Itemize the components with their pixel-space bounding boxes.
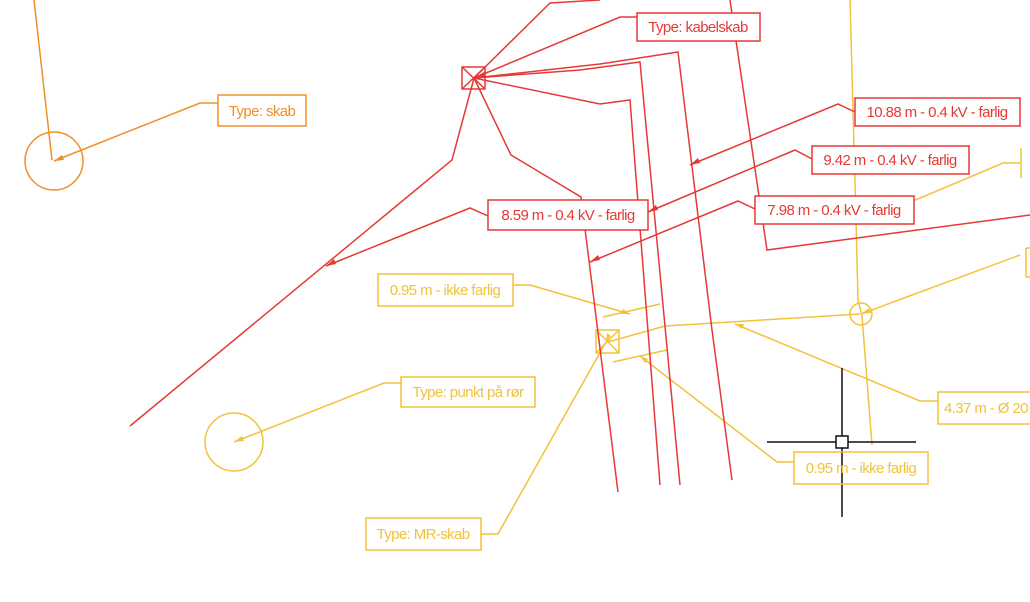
pipe-437-text: 4.37 m - Ø 20 bbox=[944, 400, 1028, 417]
red-cable-2[interactable] bbox=[473, 51, 733, 481]
red-cable-5[interactable] bbox=[473, 61, 681, 486]
cable-798-label[interactable]: 7.98 m - 0.4 kV - farlig bbox=[754, 195, 915, 225]
cable-1088-text: 10.88 m - 0.4 kV - farlig bbox=[867, 104, 1008, 121]
punkt-leader bbox=[233, 382, 401, 443]
pipe-095-bottom-text: 0.95 m - ikke farlig bbox=[806, 460, 917, 477]
skab-type-text: Type: skab bbox=[229, 103, 296, 120]
crosshair-cursor-icon bbox=[767, 368, 916, 517]
pipe-095-bottom-leader bbox=[639, 355, 794, 463]
cable-859-label[interactable]: 8.59 m - 0.4 kV - farlig bbox=[487, 199, 649, 231]
cable-942-text: 9.42 m - 0.4 kV - farlig bbox=[823, 152, 956, 169]
orange-layer bbox=[24, 0, 218, 191]
cable-942-label[interactable]: 9.42 m - 0.4 kV - farlig bbox=[811, 145, 970, 175]
cable-859-text: 8.59 m - 0.4 kV - farlig bbox=[501, 207, 634, 224]
pipe-095-left-leader bbox=[513, 284, 631, 315]
red-cable-right[interactable] bbox=[729, 0, 1030, 251]
punkt-type-text: Type: punkt på rør bbox=[413, 384, 525, 401]
pipe-437-leader bbox=[734, 323, 938, 402]
pipe-095-left-label[interactable]: 0.95 m - ikke farlig bbox=[377, 273, 514, 307]
kabelskab-label[interactable]: Type: kabelskab bbox=[636, 12, 761, 42]
orange-cable-line[interactable] bbox=[33, 0, 53, 161]
red-arrows bbox=[326, 72, 700, 266]
red-layer bbox=[129, 0, 1030, 493]
yellow-pipe-to-right-label bbox=[860, 254, 1021, 315]
skab-label[interactable]: Type: skab bbox=[217, 94, 307, 127]
pipe-095-left-text: 0.95 m - ikke farlig bbox=[390, 282, 501, 299]
skab-leader-line bbox=[53, 102, 218, 162]
yellow-arrows bbox=[234, 209, 889, 442]
pipe-095-bottom-label[interactable]: 0.95 m - ikke farlig bbox=[793, 451, 929, 485]
yellow-short-tick-top bbox=[602, 303, 661, 318]
punkt-circle-right-symbol-icon[interactable] bbox=[849, 302, 873, 326]
punkt-circle-symbol-icon[interactable] bbox=[204, 412, 264, 472]
red-cable-4[interactable] bbox=[129, 77, 475, 427]
skab-circle-symbol-icon[interactable] bbox=[24, 131, 84, 191]
cable-1088-label[interactable]: 10.88 m - 0.4 kV - farlig bbox=[854, 97, 1021, 127]
cable-859-leader bbox=[325, 207, 489, 267]
yellow-layer bbox=[204, 0, 1030, 535]
mrskab-type-text: Type: MR-skab bbox=[376, 526, 469, 543]
skab-leader-arrow bbox=[54, 155, 64, 161]
red-cable-1[interactable] bbox=[473, 77, 661, 486]
cable-798-text: 7.98 m - 0.4 kV - farlig bbox=[767, 202, 900, 219]
red-cable-top[interactable] bbox=[473, 0, 601, 79]
mrskab-leader bbox=[481, 341, 607, 535]
mrskab-label[interactable]: Type: MR-skab bbox=[365, 517, 482, 551]
red-cable-to-label[interactable] bbox=[473, 16, 637, 79]
yellow-main-pipe[interactable] bbox=[607, 313, 861, 343]
punkt-label[interactable]: Type: punkt på rør bbox=[400, 376, 536, 408]
cable-942-leader bbox=[647, 149, 813, 213]
cable-798-leader bbox=[589, 200, 756, 263]
red-cable-3[interactable] bbox=[473, 77, 619, 493]
pipe-437-label[interactable]: 4.37 m - Ø 20 bbox=[937, 391, 1030, 425]
cable-1088-leader bbox=[689, 103, 856, 166]
kabelskab-type-text: Type: kabelskab bbox=[648, 19, 748, 36]
upper-right-yellow-leader bbox=[879, 162, 1020, 216]
